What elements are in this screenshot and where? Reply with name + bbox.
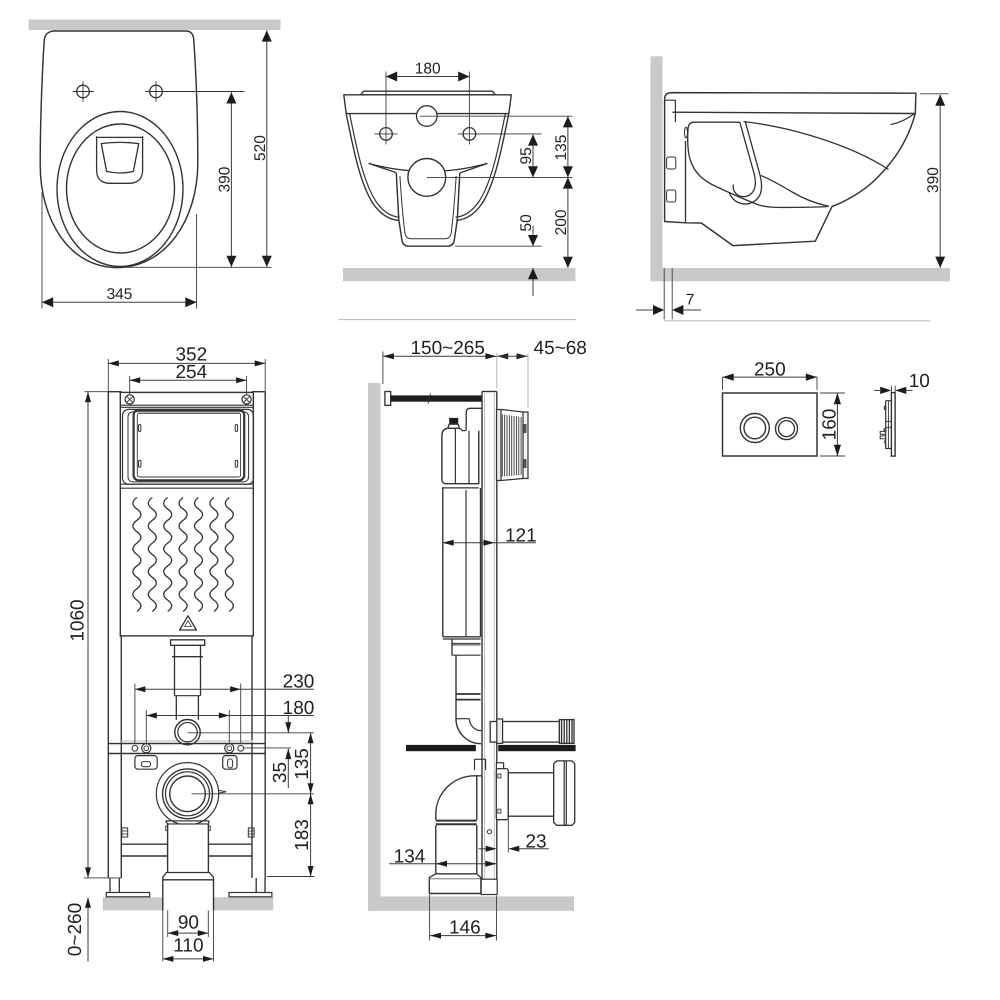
svg-text:390: 390 bbox=[217, 166, 234, 192]
svg-text:0~260: 0~260 bbox=[65, 903, 86, 956]
svg-text:45~68: 45~68 bbox=[534, 338, 587, 359]
svg-text:35: 35 bbox=[270, 762, 291, 783]
svg-text:254: 254 bbox=[175, 362, 207, 383]
svg-text:50: 50 bbox=[518, 214, 535, 232]
svg-text:90: 90 bbox=[178, 913, 199, 934]
svg-text:110: 110 bbox=[173, 936, 203, 957]
svg-text:183: 183 bbox=[292, 819, 313, 851]
svg-text:230: 230 bbox=[283, 672, 315, 693]
svg-text:520: 520 bbox=[252, 135, 269, 161]
svg-text:352: 352 bbox=[175, 345, 207, 366]
svg-text:345: 345 bbox=[107, 286, 133, 303]
svg-text:146: 146 bbox=[449, 918, 481, 939]
svg-text:180: 180 bbox=[283, 698, 315, 719]
svg-text:150~265: 150~265 bbox=[410, 338, 485, 359]
svg-text:160: 160 bbox=[819, 409, 840, 441]
svg-text:135: 135 bbox=[292, 748, 313, 780]
svg-text:121: 121 bbox=[505, 525, 537, 546]
svg-text:134: 134 bbox=[394, 847, 426, 868]
svg-text:23: 23 bbox=[525, 832, 546, 853]
svg-text:1060: 1060 bbox=[67, 599, 88, 641]
svg-text:180: 180 bbox=[415, 60, 441, 77]
svg-text:10: 10 bbox=[909, 371, 930, 392]
svg-text:390: 390 bbox=[925, 167, 942, 193]
svg-text:200: 200 bbox=[553, 209, 570, 235]
svg-text:95: 95 bbox=[518, 147, 535, 164]
svg-text:250: 250 bbox=[754, 359, 786, 380]
svg-text:7: 7 bbox=[686, 292, 695, 309]
svg-text:135: 135 bbox=[553, 135, 570, 161]
